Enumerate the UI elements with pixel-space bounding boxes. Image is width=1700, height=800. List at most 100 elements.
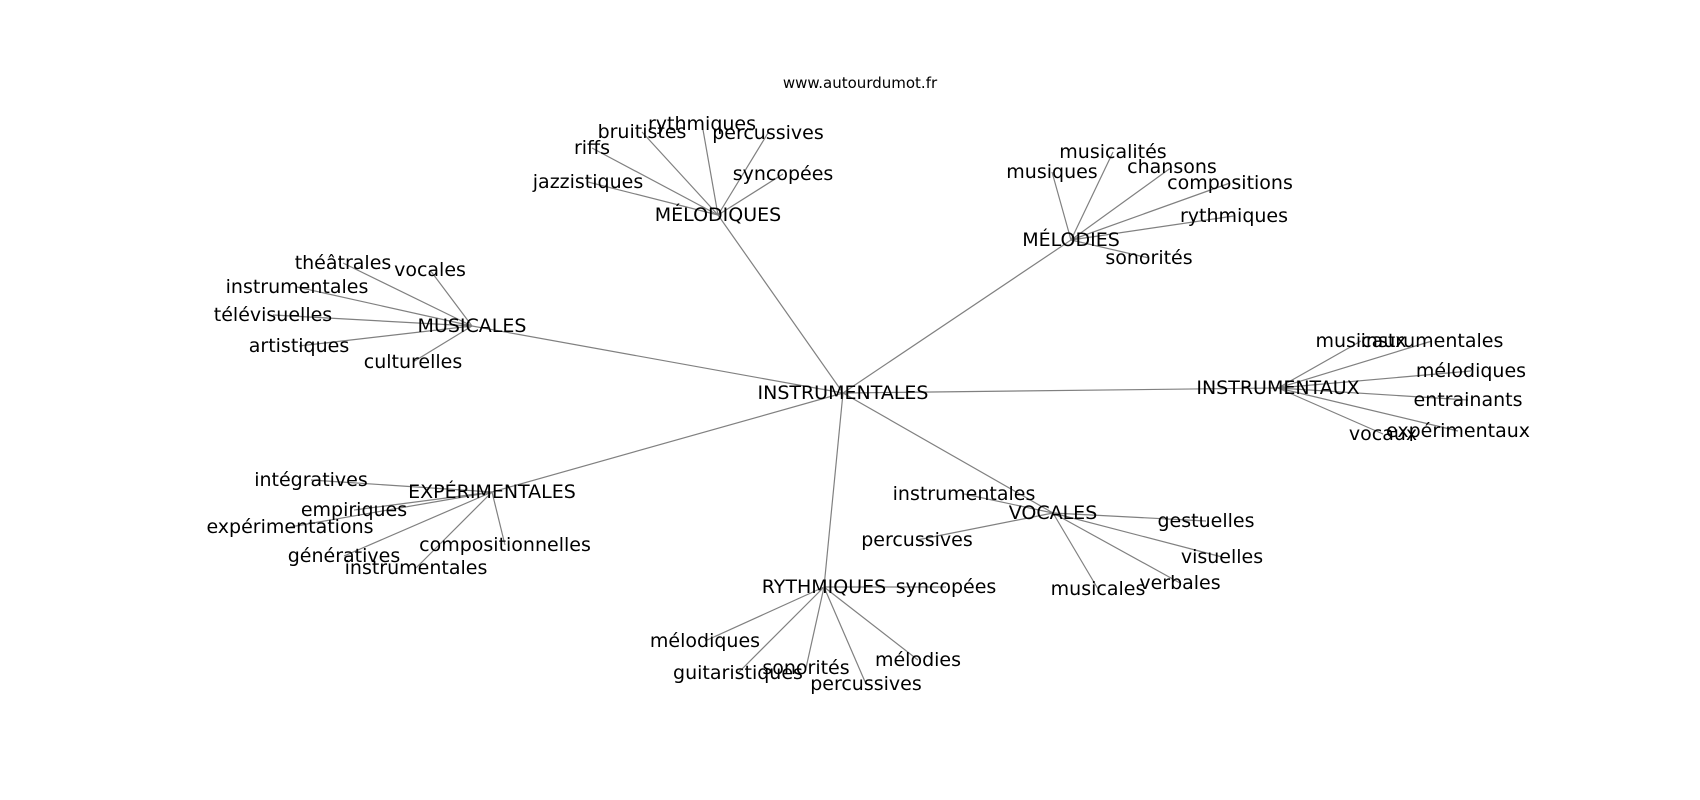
leaf-node: empiriques bbox=[301, 499, 407, 521]
edge-center-to-hub bbox=[842, 387, 1279, 394]
leaf-node: vocaux bbox=[1349, 423, 1417, 445]
leaf-node: jazzistiques bbox=[532, 171, 643, 193]
leaf-node: instrumentales bbox=[1361, 330, 1504, 352]
edge-hub-to-leaf bbox=[916, 512, 1054, 541]
source-label: www.autourdumot.fr bbox=[783, 74, 938, 92]
leaf-node: entrainants bbox=[1414, 389, 1523, 411]
leaf-node: instrumentales bbox=[345, 557, 488, 579]
leaf-node: sonorités bbox=[1105, 247, 1192, 269]
leaf-node: musicales bbox=[1051, 578, 1146, 600]
edge-hub-to-leaf bbox=[1052, 512, 1181, 584]
edge-hub-to-leaf bbox=[1051, 171, 1072, 241]
edge-hub-to-leaf bbox=[1070, 182, 1231, 241]
hub-node: MÉLODIQUES bbox=[655, 203, 781, 226]
leaf-node: chansons bbox=[1127, 156, 1217, 178]
leaf-node: musiques bbox=[1006, 161, 1097, 183]
leaf-node: percussives bbox=[712, 122, 824, 144]
edge-hub-to-leaf bbox=[1277, 387, 1384, 435]
leaf-node: instrumentales bbox=[893, 483, 1036, 505]
leaf-node: intégratives bbox=[254, 469, 368, 491]
edge-hub-to-leaf bbox=[704, 586, 825, 642]
center-node: INSTRUMENTALES bbox=[758, 382, 929, 404]
edge-hub-to-leaf bbox=[1277, 340, 1362, 389]
edge-hub-to-leaf bbox=[823, 586, 919, 661]
leaf-node: rythmiques bbox=[648, 113, 756, 135]
leaf-node: visuelles bbox=[1181, 546, 1263, 568]
edge-hub-to-leaf bbox=[1070, 215, 1235, 241]
hub-node: INSTRUMENTAUX bbox=[1196, 377, 1359, 399]
edge-hub-to-leaf bbox=[1052, 512, 1207, 522]
edge-hub-to-leaf bbox=[1070, 151, 1114, 241]
edge-hub-to-leaf bbox=[1052, 512, 1099, 590]
edge-hub-to-leaf bbox=[805, 586, 825, 669]
edge-hub-to-leaf bbox=[296, 286, 473, 327]
leaf-node: sonorités bbox=[762, 657, 849, 679]
edge-hub-to-leaf bbox=[343, 491, 493, 557]
edge-center-to-hub bbox=[717, 214, 844, 394]
leaf-node: bruitistes bbox=[598, 121, 687, 143]
edge-hub-to-leaf bbox=[1070, 239, 1150, 259]
edge-hub-to-leaf bbox=[591, 147, 719, 216]
leaf-node: syncopées bbox=[733, 163, 834, 185]
edge-hub-to-leaf bbox=[289, 491, 493, 528]
edge-hub-to-leaf bbox=[272, 314, 473, 327]
leaf-node: vocales bbox=[394, 259, 466, 281]
edge-hub-to-leaf bbox=[1277, 370, 1472, 389]
edge-hub-to-leaf bbox=[353, 491, 493, 511]
edge-hub-to-leaf bbox=[298, 325, 473, 347]
edge-hub-to-leaf bbox=[587, 181, 719, 216]
leaf-node: guitaristiques bbox=[673, 662, 803, 684]
leaf-node: compositions bbox=[1167, 172, 1293, 194]
hub-node: VOCALES bbox=[1009, 502, 1098, 524]
edge-hub-to-leaf bbox=[429, 269, 473, 327]
leaf-node: compositionnelles bbox=[419, 534, 591, 556]
edge-hub-to-leaf bbox=[823, 586, 867, 685]
graph-edges bbox=[272, 123, 1472, 685]
leaf-node: musicaux bbox=[1315, 330, 1406, 352]
hub-node: MÉLODIES bbox=[1022, 228, 1120, 251]
edge-hub-to-leaf bbox=[737, 586, 825, 674]
graph-labels: www.autourdumot.fr INSTRUMENTALES MÉLODIQ… bbox=[206, 74, 1530, 695]
leaf-node: gestuelles bbox=[1158, 510, 1255, 532]
leaf-node: mélodies bbox=[875, 649, 961, 671]
leaf-node: instrumentales bbox=[226, 276, 369, 298]
edge-hub-to-leaf bbox=[491, 491, 506, 546]
edge-hub-to-leaf bbox=[415, 491, 493, 569]
edge-hub-to-leaf bbox=[1277, 387, 1469, 401]
hub-node: EXPÉRIMENTALES bbox=[408, 480, 576, 503]
leaf-node: expérimentaux bbox=[1386, 420, 1530, 442]
leaf-node: génératives bbox=[288, 545, 401, 567]
leaf-node: musicalités bbox=[1059, 141, 1166, 163]
edge-hub-to-leaf bbox=[701, 123, 719, 216]
edge-hub-to-leaf bbox=[412, 325, 473, 363]
edge-hub-to-leaf bbox=[963, 493, 1054, 514]
edge-center-to-hub bbox=[823, 392, 844, 588]
edge-center-to-hub bbox=[491, 392, 844, 493]
edge-center-to-hub bbox=[471, 325, 844, 394]
edge-hub-to-leaf bbox=[1277, 387, 1459, 432]
edge-hub-to-leaf bbox=[310, 479, 493, 493]
edge-center-to-hub bbox=[842, 239, 1072, 394]
edge-hub-to-leaf bbox=[342, 262, 473, 327]
hub-node: MUSICALES bbox=[418, 315, 527, 337]
leaf-node: riffs bbox=[574, 137, 610, 159]
edge-hub-to-leaf bbox=[717, 132, 769, 216]
edge-center-to-hub bbox=[842, 392, 1054, 514]
edge-hub-to-leaf bbox=[717, 173, 784, 216]
leaf-node: syncopées bbox=[896, 576, 997, 598]
edge-hub-to-leaf bbox=[641, 131, 719, 216]
leaf-node: artistiques bbox=[249, 335, 350, 357]
hub-node: RYTHMIQUES bbox=[762, 576, 886, 598]
leaf-node: mélodiques bbox=[1416, 360, 1526, 382]
edge-hub-to-leaf bbox=[1052, 512, 1223, 558]
leaf-node: verbales bbox=[1139, 572, 1220, 594]
leaf-node: théâtrales bbox=[295, 252, 392, 274]
leaf-node: percussives bbox=[861, 529, 973, 551]
edge-hub-to-leaf bbox=[1070, 166, 1173, 241]
leaf-node: rythmiques bbox=[1180, 205, 1288, 227]
leaf-node: culturelles bbox=[364, 351, 463, 373]
leaf-node: mélodiques bbox=[650, 630, 760, 652]
leaf-node: percussives bbox=[810, 673, 922, 695]
leaf-node: télévisuelles bbox=[214, 304, 332, 326]
